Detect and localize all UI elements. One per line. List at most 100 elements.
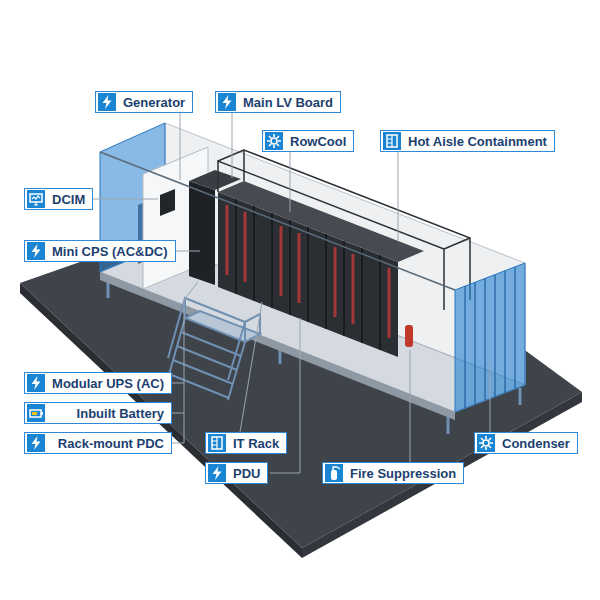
callout-box: Modular UPS (AC): [24, 372, 172, 394]
callout-icon: [477, 434, 495, 452]
railing: [228, 322, 245, 380]
rack-lights: [227, 205, 389, 338]
separator: [253, 206, 255, 301]
separator: [271, 213, 273, 308]
callout-box: Mini CPS (AC&DC): [24, 240, 176, 262]
rack-light: [226, 205, 229, 275]
leader-line: [290, 152, 291, 212]
callout-icon: [265, 132, 283, 150]
leader-line: [174, 251, 200, 252]
railing: [245, 314, 260, 334]
separator: [235, 199, 237, 294]
callout-box: Main LV Board: [215, 91, 341, 113]
slab-side: [20, 283, 302, 558]
leader-line: [410, 350, 411, 462]
callout-label: Rack-mount PDC: [58, 436, 164, 451]
icon-glyph: [27, 190, 45, 208]
icon-glyph: [208, 464, 226, 482]
leader-line: [180, 113, 181, 180]
callout-box: PDU: [205, 462, 268, 484]
leader-line: [398, 152, 399, 240]
grille: [504, 271, 505, 393]
callout-label: Generator: [123, 95, 185, 110]
callout-icon: [27, 374, 45, 392]
rack-light: [244, 212, 247, 282]
grille: [514, 267, 515, 389]
separator: [307, 227, 309, 322]
callout-icon: [98, 93, 116, 111]
step: [169, 374, 229, 398]
stairs: [168, 298, 260, 400]
containment-frame: [218, 150, 470, 310]
callout-icon: [218, 93, 236, 111]
callout-box: Hot Aisle Containment: [380, 130, 555, 152]
callout-icon: [27, 434, 45, 452]
callout-label: Main LV Board: [243, 95, 333, 110]
callout-label: Condenser: [502, 436, 570, 451]
rack-light: [298, 233, 301, 303]
callout-icon: [208, 434, 226, 452]
leg: [519, 388, 522, 405]
callout-label: RowCool: [290, 134, 346, 149]
icon-glyph: [218, 93, 236, 111]
callout-icon: [27, 404, 45, 422]
callout-label: Mini CPS (AC&DC): [52, 244, 168, 259]
slab-side: [302, 392, 582, 558]
icon-glyph: [27, 404, 45, 422]
icon-glyph: [383, 132, 401, 150]
cabinet-face: [189, 181, 215, 285]
callout-label: Hot Aisle Containment: [408, 134, 547, 149]
callout-box: Condenser: [474, 432, 578, 454]
icon-glyph: [27, 434, 45, 452]
callout-icon: [208, 464, 226, 482]
icon-glyph: [27, 374, 45, 392]
grille: [474, 282, 475, 404]
fire-cylinder: [405, 325, 413, 347]
leader-line: [88, 199, 158, 200]
callout-box: Fire Suppression: [322, 462, 464, 484]
callout-label: PDU: [233, 466, 260, 481]
callout-label: Fire Suppression: [350, 466, 456, 481]
leader-line: [172, 413, 184, 414]
separator: [343, 241, 345, 336]
rack-light: [280, 226, 283, 296]
leader-line: [232, 113, 233, 178]
roof-edge: [100, 152, 455, 290]
separator: [325, 234, 327, 329]
grille: [464, 286, 465, 408]
callout-box: Generator: [95, 91, 193, 113]
frame: [244, 150, 470, 300]
grille: [484, 278, 485, 400]
rack-light: [334, 247, 337, 317]
step: [173, 360, 233, 384]
icon-glyph: [98, 93, 116, 111]
leader-line: [490, 362, 491, 432]
dcim-panel: [160, 189, 175, 216]
step: [177, 346, 237, 370]
grille: [494, 275, 495, 397]
frame: [218, 161, 444, 310]
frame: [218, 150, 244, 161]
separator: [289, 220, 291, 315]
callout-label: Inbuilt Battery: [77, 406, 164, 421]
callout-box: RowCool: [262, 130, 354, 152]
icon-glyph: [477, 434, 495, 452]
separator: [361, 248, 363, 343]
icon-glyph: [208, 434, 226, 452]
leader-line: [184, 282, 198, 383]
callout-icon: [27, 190, 45, 208]
callout-label: DCIM: [52, 192, 85, 207]
rack-top: [218, 181, 424, 262]
icon-glyph: [265, 132, 283, 150]
rack-light: [388, 268, 391, 338]
callout-label: IT Rack: [233, 436, 279, 451]
railing: [185, 298, 245, 342]
leader-line: [240, 302, 262, 432]
frame: [444, 238, 470, 249]
callout-icon: [325, 464, 343, 482]
railing: [168, 298, 185, 358]
leg: [447, 415, 450, 434]
rack-light: [352, 254, 355, 324]
